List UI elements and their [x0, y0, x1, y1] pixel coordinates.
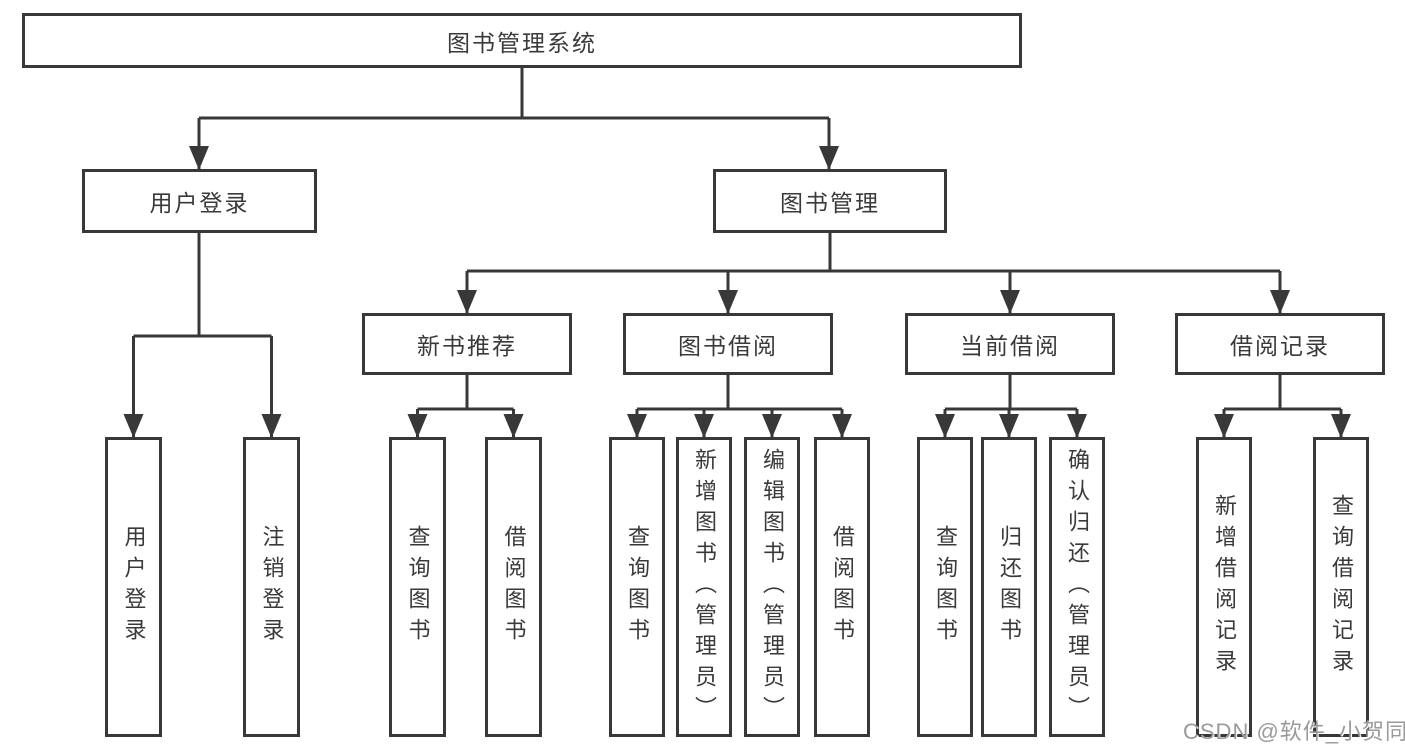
node-label: 查询借阅记录 — [1329, 494, 1354, 680]
connector-book-management-bus — [467, 233, 1280, 273]
connector-root-bus — [199, 68, 829, 120]
node-book-management: 图书管理 — [713, 169, 947, 233]
node-label: 新增图书（管理员） — [692, 447, 717, 727]
node-label: 注销登录 — [259, 525, 285, 649]
leaf-borrow-books: 借阅图书 — [814, 437, 870, 737]
connector-borrow-records-bus — [1224, 375, 1341, 411]
node-user-login: 用户登录 — [82, 169, 317, 233]
node-label: 确认归还（管理员） — [1065, 447, 1090, 727]
leaf-query-books-recommend: 查询图书 — [389, 437, 446, 737]
leaf-user-login: 用户登录 — [105, 437, 162, 737]
node-current-borrow: 当前借阅 — [905, 313, 1115, 375]
leaf-query-books-current: 查询图书 — [917, 437, 973, 737]
leaf-query-books-borrow: 查询图书 — [609, 437, 665, 737]
leaf-edit-book-admin: 编辑图书（管理员） — [744, 437, 800, 737]
watermark: CSDN @软件_小贺同学 — [1183, 719, 1405, 744]
node-label: 借阅记录 — [1230, 333, 1330, 359]
leaf-return-book: 归还图书 — [981, 437, 1037, 737]
leaf-add-borrow-record: 新增借阅记录 — [1196, 437, 1252, 737]
node-label: 新增借阅记录 — [1212, 494, 1237, 680]
node-root-library-management-system: 图书管理系统 — [22, 13, 1022, 68]
node-label: 查询图书 — [933, 525, 958, 649]
connector-user-login-bus — [133, 233, 272, 338]
node-label: 查询图书 — [405, 525, 431, 649]
node-label: 借阅图书 — [830, 525, 855, 649]
node-borrow-records: 借阅记录 — [1175, 313, 1385, 375]
node-label: 新书推荐 — [417, 333, 517, 359]
leaf-add-book-admin: 新增图书（管理员） — [676, 437, 732, 737]
leaf-borrow-books-recommend: 借阅图书 — [485, 437, 542, 737]
connector-new-book-bus — [417, 375, 514, 411]
node-label: 归还图书 — [997, 525, 1022, 649]
node-label: 用户登录 — [121, 525, 147, 649]
leaf-confirm-return-admin: 确认归还（管理员） — [1049, 437, 1105, 737]
node-label: 用户登录 — [149, 190, 250, 216]
node-label: 查询图书 — [625, 525, 650, 649]
leaf-query-borrow-record: 查询借阅记录 — [1313, 437, 1369, 737]
connector-book-borrow-bus — [637, 375, 842, 411]
node-label: 编辑图书（管理员） — [760, 447, 785, 727]
node-label: 图书管理系统 — [447, 29, 597, 56]
connector-current-borrow-bus — [945, 375, 1077, 411]
node-book-borrow: 图书借阅 — [623, 313, 833, 375]
node-label: 借阅图书 — [501, 525, 527, 649]
leaf-logout: 注销登录 — [243, 437, 300, 737]
node-label: 图书借阅 — [678, 333, 778, 359]
node-new-book-recommend: 新书推荐 — [362, 313, 572, 375]
node-label: 图书管理 — [780, 190, 880, 216]
node-label: 当前借阅 — [960, 333, 1060, 359]
